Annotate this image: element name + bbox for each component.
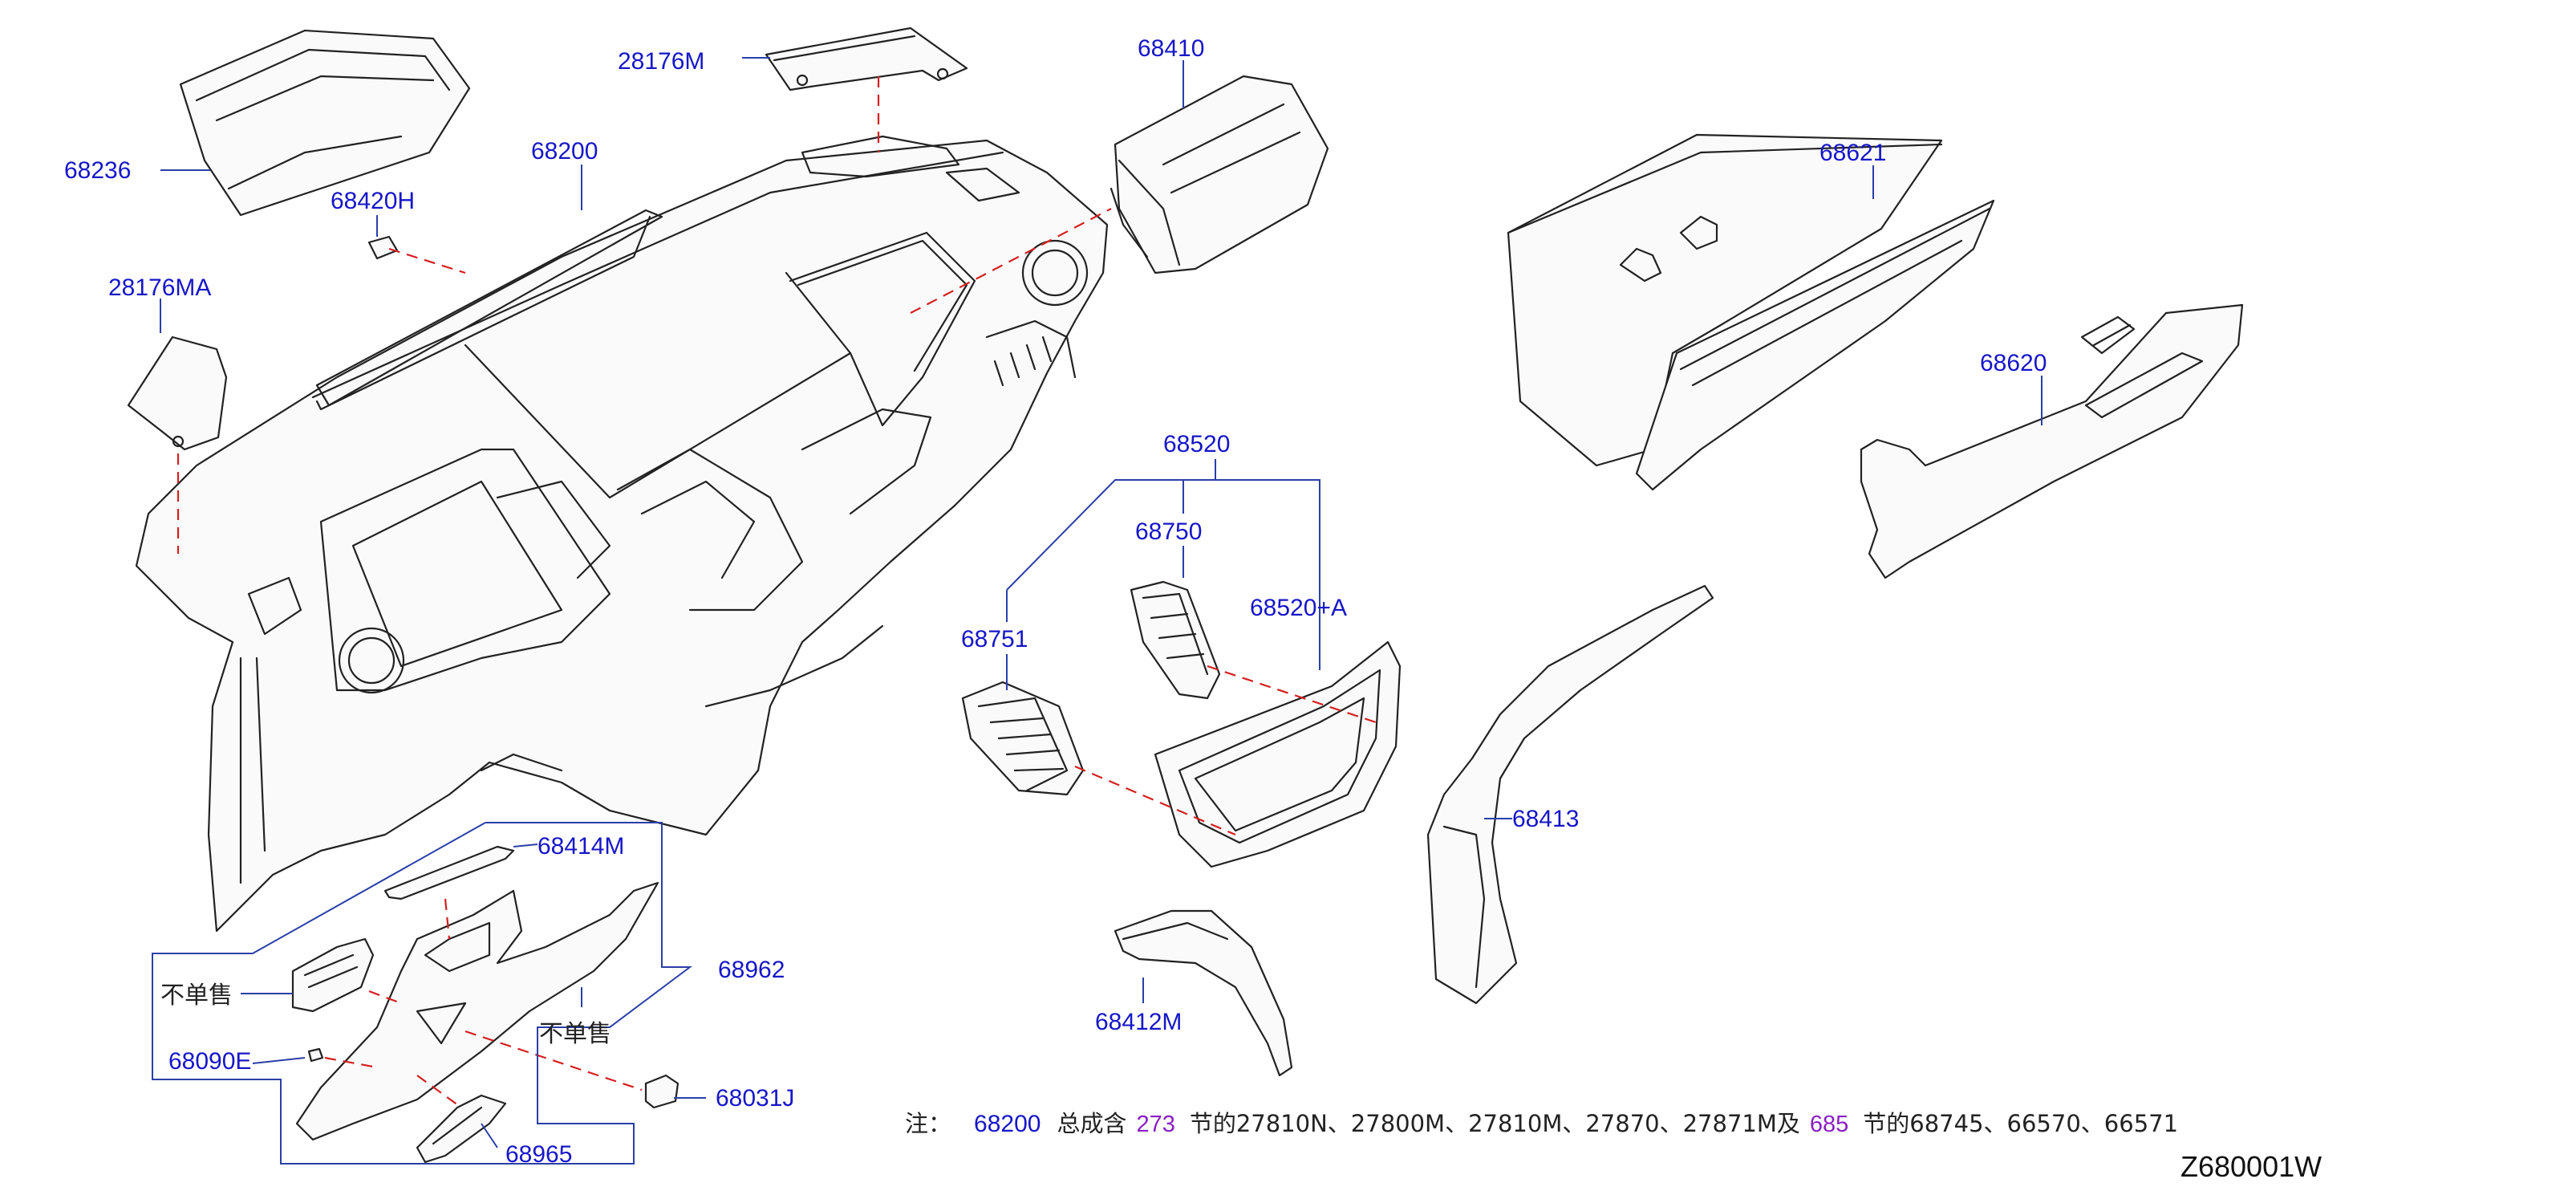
part-68621-drawing bbox=[1507, 133, 1995, 491]
label-68412M[interactable]: 68412M bbox=[1095, 1009, 1182, 1035]
label-68410[interactable]: 68410 bbox=[1138, 35, 1204, 62]
part-28176M-drawing bbox=[765, 26, 968, 91]
note-text-2: 节的27810N、27800M、27810M、27870、27871M及 bbox=[1190, 1110, 1800, 1137]
module-not-sold-drawing bbox=[291, 937, 375, 1013]
label-68520[interactable]: 68520 bbox=[1163, 431, 1230, 457]
label-68090E[interactable]: 68090E bbox=[168, 1048, 251, 1075]
label-68200[interactable]: 68200 bbox=[531, 138, 598, 165]
part-68751-drawing bbox=[961, 681, 1085, 796]
part-68750-drawing bbox=[1130, 580, 1221, 700]
part-68414M-drawing bbox=[383, 845, 515, 900]
label-68520A[interactable]: 68520+A bbox=[1250, 595, 1347, 621]
label-28176M[interactable]: 28176M bbox=[618, 48, 704, 75]
part-labels: 68236 28176M 68410 68200 68420H 28176MA … bbox=[64, 35, 2047, 1168]
part-68520A-drawing bbox=[1154, 640, 1402, 868]
part-68236-drawing bbox=[179, 29, 471, 217]
assembly-links bbox=[176, 76, 1377, 1108]
part-28176MA-drawing bbox=[127, 335, 228, 451]
part-68412M-drawing bbox=[1114, 909, 1293, 1077]
note-prefix: 注： bbox=[905, 1110, 951, 1137]
note-text-1: 总成含 bbox=[1057, 1110, 1126, 1137]
part-68031J-drawing bbox=[644, 1074, 679, 1109]
label-68962[interactable]: 68962 bbox=[718, 957, 785, 983]
label-68031J[interactable]: 68031J bbox=[716, 1085, 794, 1112]
label-68965[interactable]: 68965 bbox=[505, 1141, 572, 1168]
note-section-685-link[interactable]: 685 bbox=[1810, 1112, 1848, 1137]
label-not-sold-module: 不单售 bbox=[160, 982, 233, 1010]
label-68620[interactable]: 68620 bbox=[1980, 350, 2047, 376]
part-68413-drawing bbox=[1426, 584, 1714, 1005]
label-not-sold-panel: 不单售 bbox=[539, 1020, 611, 1048]
group-box-68962 bbox=[152, 822, 692, 1165]
assembly-note: 注： 68200 总成含 273 节的27810N、27800M、27810M、2787… bbox=[905, 1110, 2178, 1137]
label-68420H[interactable]: 68420H bbox=[331, 188, 415, 214]
label-68750[interactable]: 68750 bbox=[1135, 518, 1202, 545]
note-part-link[interactable]: 68200 bbox=[974, 1111, 1041, 1137]
note-section-273-link[interactable]: 273 bbox=[1136, 1112, 1174, 1137]
label-68413[interactable]: 68413 bbox=[1512, 806, 1579, 832]
part-68200-drawing bbox=[135, 135, 1109, 933]
note-text-3: 节的68745、66570、66571 bbox=[1863, 1110, 2178, 1137]
part-68410-drawing bbox=[1110, 75, 1329, 274]
diagram-code: Z680001W bbox=[2180, 1150, 2322, 1183]
part-68420H-drawing bbox=[367, 235, 399, 260]
label-68621[interactable]: 68621 bbox=[1819, 140, 1886, 166]
part-68090E-drawing bbox=[307, 1047, 324, 1063]
label-68414M[interactable]: 68414M bbox=[538, 833, 624, 860]
part-68620-drawing bbox=[1860, 303, 2244, 579]
group-box-68520 bbox=[1006, 459, 1320, 690]
part-68962-drawing bbox=[295, 881, 659, 1141]
part-68965-drawing bbox=[416, 1094, 507, 1164]
label-68236[interactable]: 68236 bbox=[64, 157, 131, 184]
label-68751[interactable]: 68751 bbox=[961, 626, 1028, 652]
label-28176MA[interactable]: 28176MA bbox=[108, 274, 211, 301]
leader-lines bbox=[160, 57, 2043, 1148]
